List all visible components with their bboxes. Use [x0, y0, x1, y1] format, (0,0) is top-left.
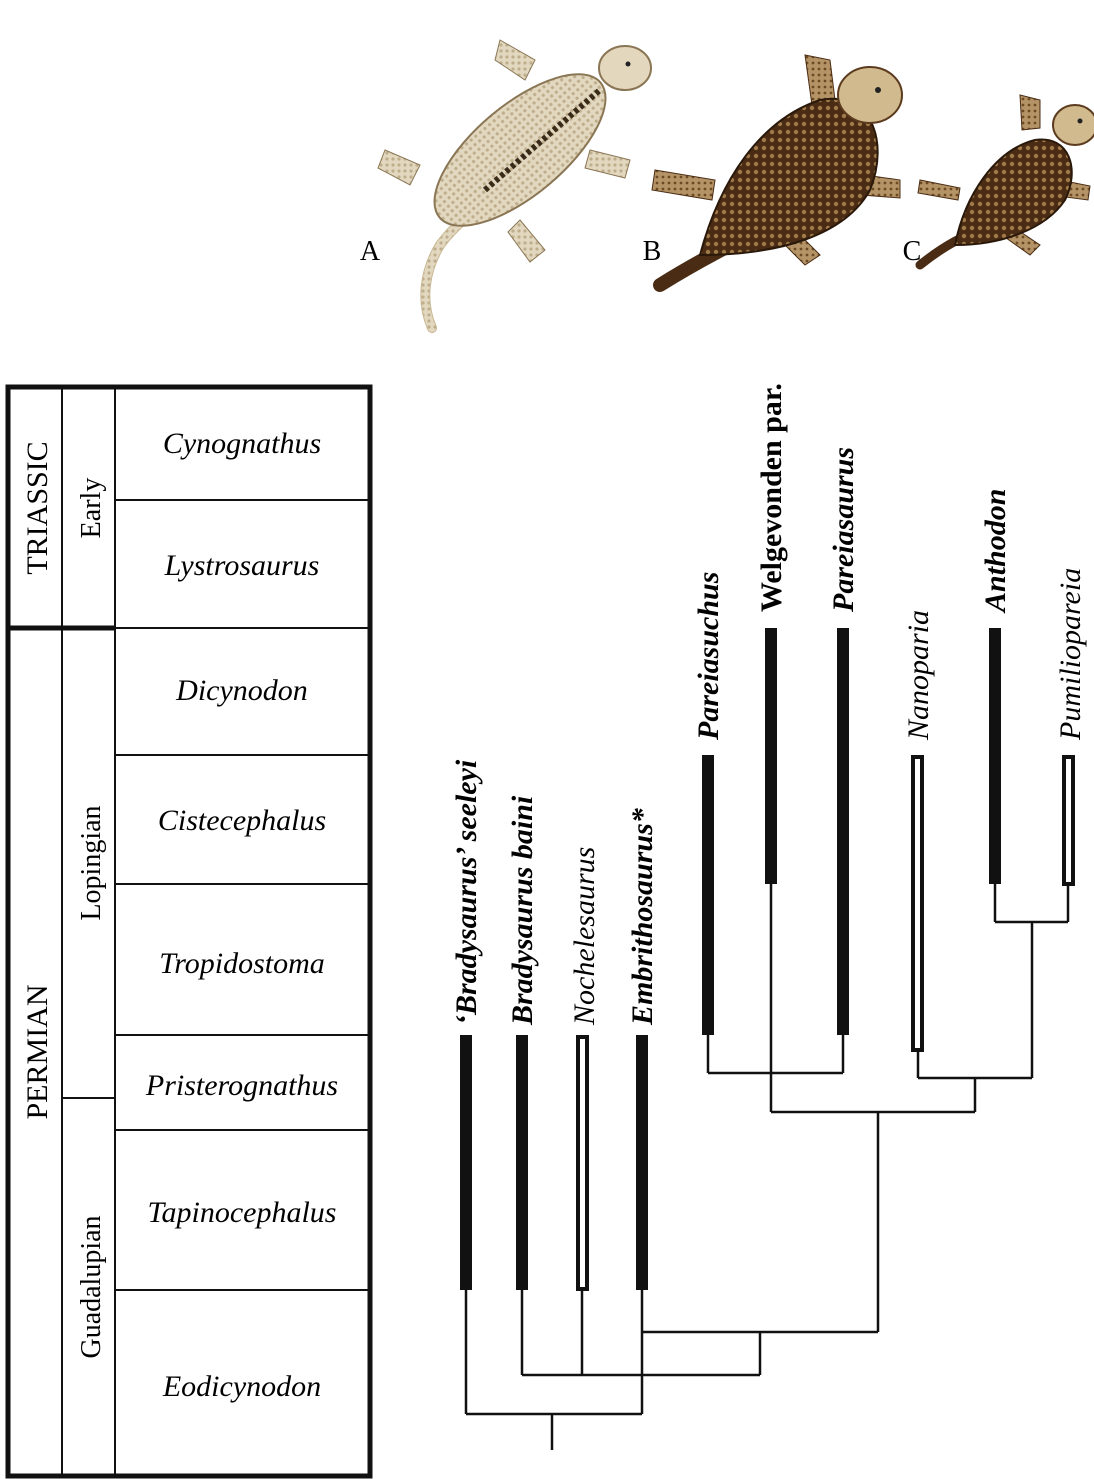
taxon-label-pumiliopareia: Pumiliopareia: [1054, 568, 1087, 741]
illustration-letter-b: B: [643, 236, 662, 267]
range-bar-bradysaurus-seeleyi: [460, 1035, 472, 1290]
range-bar-pumiliopareia: [1064, 757, 1073, 884]
taxon-label-pareiasuchus: Pareiasuchus: [692, 572, 725, 741]
cladogram: [466, 884, 1068, 1450]
range-bars: [460, 628, 1073, 1290]
period-label-permian: PERMIAN: [21, 984, 54, 1119]
range-bar-bradysaurus-baini: [516, 1035, 528, 1290]
range-bar-nochelesaurus: [578, 1037, 587, 1289]
taxon-label-embrithosaurus: Embrithosaurus*: [626, 807, 659, 1026]
taxon-label-bradysaurus-baini: Bradysaurus baini: [506, 795, 539, 1026]
zone-label-lystrosaurus: Lystrosaurus: [164, 549, 320, 582]
taxon-label-pareiasaurus: Pareiasaurus: [827, 447, 860, 613]
pareiasaur-illustration-a-icon: [378, 40, 651, 328]
taxon-label-nochelesaurus: Nochelesaurus: [568, 847, 601, 1026]
zone-label-pristerognathus: Pristerognathus: [145, 1069, 338, 1102]
zone-label-eodicynodon: Eodicynodon: [162, 1370, 321, 1403]
epoch-label-guadalupian: Guadalupian: [76, 1215, 107, 1358]
range-bar-welgevonden: [765, 628, 777, 884]
zone-label-tropidostoma: Tropidostoma: [159, 947, 325, 980]
range-bar-embrithosaurus: [636, 1035, 648, 1290]
illustration-letter-c: C: [903, 236, 922, 267]
taxon-label-nanoparia: Nanoparia: [902, 610, 935, 741]
zone-label-dicynodon: Dicynodon: [175, 674, 308, 707]
range-bar-pareiasaurus: [837, 628, 849, 1035]
taxon-label-bradysaurus-seeleyi: ‘Bradysaurus’ seeleyi: [450, 759, 483, 1025]
zone-label-tapinocephalus: Tapinocephalus: [148, 1196, 337, 1229]
illustration-letter-a: A: [360, 236, 381, 267]
epoch-label-lopingian: Lopingian: [76, 805, 107, 920]
epoch-label-early: Early: [76, 478, 107, 539]
range-bar-anthodon: [989, 628, 1001, 884]
zone-label-cistecephalus: Cistecephalus: [158, 804, 326, 837]
range-bar-pareiasuchus: [702, 755, 714, 1035]
period-label-triassic: TRIASSIC: [21, 441, 54, 574]
pareiasaur-illustration-b-icon: [652, 55, 902, 285]
taxon-label-welgevonden: Welgevonden par.: [755, 383, 788, 612]
zone-label-cynognathus: Cynognathus: [163, 427, 321, 460]
range-bar-nanoparia: [913, 757, 922, 1050]
pareiasaur-illustration-c-icon: [918, 95, 1094, 265]
taxon-label-anthodon: Anthodon: [979, 489, 1012, 614]
